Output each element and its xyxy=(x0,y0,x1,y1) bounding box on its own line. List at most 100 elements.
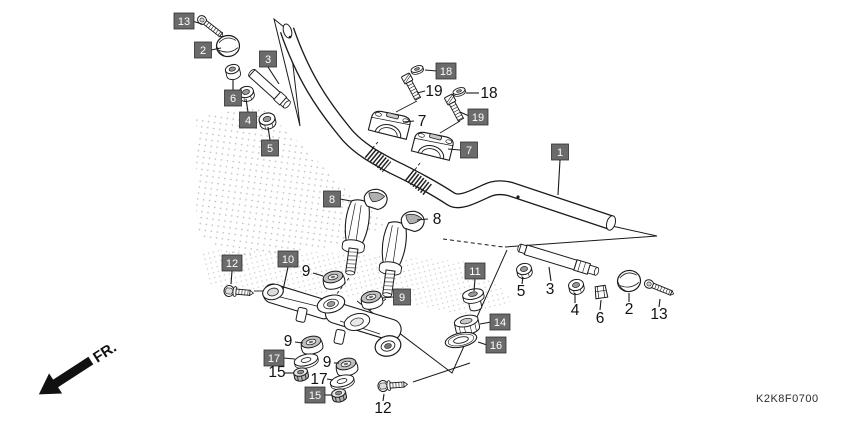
stem-nut-4-right xyxy=(567,277,586,297)
holder-bolt-front xyxy=(400,72,423,102)
callout-box xyxy=(435,62,457,80)
callout-number: 13 xyxy=(650,306,667,323)
callout-number: 16 xyxy=(490,340,502,352)
stem-bolt-13-left xyxy=(195,13,226,41)
callout-15: 15 xyxy=(304,386,332,404)
callout-2-plain: 2 xyxy=(625,293,633,318)
callout-number: 4 xyxy=(245,115,251,127)
callout-leader xyxy=(312,272,324,277)
callout-box xyxy=(259,50,277,68)
callout-leader xyxy=(210,47,222,51)
callout-6: 6 xyxy=(224,80,242,107)
callout-6-plain: 6 xyxy=(596,299,605,327)
callout-leader xyxy=(282,266,289,291)
stem-rod-3-right xyxy=(517,243,600,276)
callout-box xyxy=(304,386,326,404)
callout-15-plain: 15 xyxy=(268,364,294,381)
callout-9-plain: 9 xyxy=(302,263,324,280)
callout-5-plain: 5 xyxy=(517,276,526,300)
callout-number: 5 xyxy=(267,143,273,155)
callout-number: 9 xyxy=(399,292,405,304)
callout-10: 10 xyxy=(277,250,299,291)
diagram-code: K2K8F0700 xyxy=(756,393,819,405)
callout-number: 2 xyxy=(200,45,206,57)
callout-13-plain: 13 xyxy=(650,298,668,323)
stem-washer-16 xyxy=(444,331,478,349)
stem-bolt-13-right xyxy=(642,277,676,299)
callout-box xyxy=(194,41,212,59)
stem-nut-11 xyxy=(462,288,485,312)
callout-leader xyxy=(459,111,470,117)
callout-number: 3 xyxy=(546,281,555,298)
halftone-shade-lower xyxy=(200,250,515,316)
callout-number: 6 xyxy=(596,310,605,327)
fr-indicator: FR. xyxy=(38,339,120,395)
callout-number: 9 xyxy=(284,333,293,350)
callout-9-plain: 9 xyxy=(284,333,304,350)
callout-leader xyxy=(416,90,426,94)
callout-9-plain: 9 xyxy=(323,354,339,371)
callout-number: 17 xyxy=(268,353,280,365)
callout-leader xyxy=(521,276,524,285)
callout-11: 11 xyxy=(464,262,486,292)
callout-4-plain: 4 xyxy=(571,293,580,319)
callout-leader xyxy=(382,393,385,402)
callout-leader xyxy=(424,69,438,72)
callout-leader xyxy=(658,298,661,308)
callout-leader xyxy=(282,357,296,360)
callout-box xyxy=(263,349,285,367)
callout-number: 14 xyxy=(494,317,506,329)
callout-number: 9 xyxy=(323,354,332,371)
fr-label: FR. xyxy=(90,339,120,366)
callout-8: 8 xyxy=(323,190,352,208)
fr-arrow-icon xyxy=(38,356,94,395)
holder-bolt-rear xyxy=(443,93,466,123)
callout-leader xyxy=(548,266,552,282)
callout-5: 5 xyxy=(261,126,279,157)
callout-number: 15 xyxy=(268,364,285,381)
holder-washer-front xyxy=(409,63,425,77)
callout-3-plain: 3 xyxy=(546,266,555,298)
callout-leader xyxy=(473,278,476,292)
callout-leader xyxy=(599,299,602,311)
stem-clip-6-left xyxy=(224,63,241,81)
callout-leader xyxy=(267,126,271,141)
knurl-band-2 xyxy=(404,169,433,196)
callout-box xyxy=(239,111,257,129)
callout-18-plain: 18 xyxy=(466,85,498,102)
holder-washer-rear xyxy=(451,85,467,99)
callout-18: 18 xyxy=(424,62,457,80)
callout-box xyxy=(485,336,507,354)
callout-17: 17 xyxy=(263,349,296,367)
callout-number: 6 xyxy=(230,93,236,105)
callout-box xyxy=(489,313,511,331)
callout-number: 13 xyxy=(178,16,190,28)
callout-9: 9 xyxy=(381,288,411,306)
callout-box xyxy=(224,89,242,107)
callout-13: 13 xyxy=(173,12,203,30)
callout-1: 1 xyxy=(551,143,569,196)
stem-locknut-5-right xyxy=(515,261,534,281)
bridge-bolt-lower xyxy=(377,378,409,393)
callout-19: 19 xyxy=(459,108,489,126)
stem-cap-2-right xyxy=(615,268,643,294)
callout-box xyxy=(221,254,243,272)
callout-box xyxy=(323,190,341,208)
callout-number: 15 xyxy=(309,390,321,402)
callout-leader xyxy=(326,378,334,381)
callout-leader xyxy=(267,66,280,85)
washer-front xyxy=(292,351,321,372)
handlebar-pipe xyxy=(279,23,617,231)
callout-3: 3 xyxy=(259,50,280,85)
callout-number: 5 xyxy=(517,283,526,300)
callout-box xyxy=(467,108,489,126)
callout-leader xyxy=(294,341,304,344)
callout-number: 9 xyxy=(302,263,311,280)
callout-number: 18 xyxy=(440,66,452,78)
callout-16: 16 xyxy=(477,336,507,354)
callout-number: 11 xyxy=(469,266,480,278)
callout-leader xyxy=(479,321,492,325)
callout-leader xyxy=(230,270,233,285)
